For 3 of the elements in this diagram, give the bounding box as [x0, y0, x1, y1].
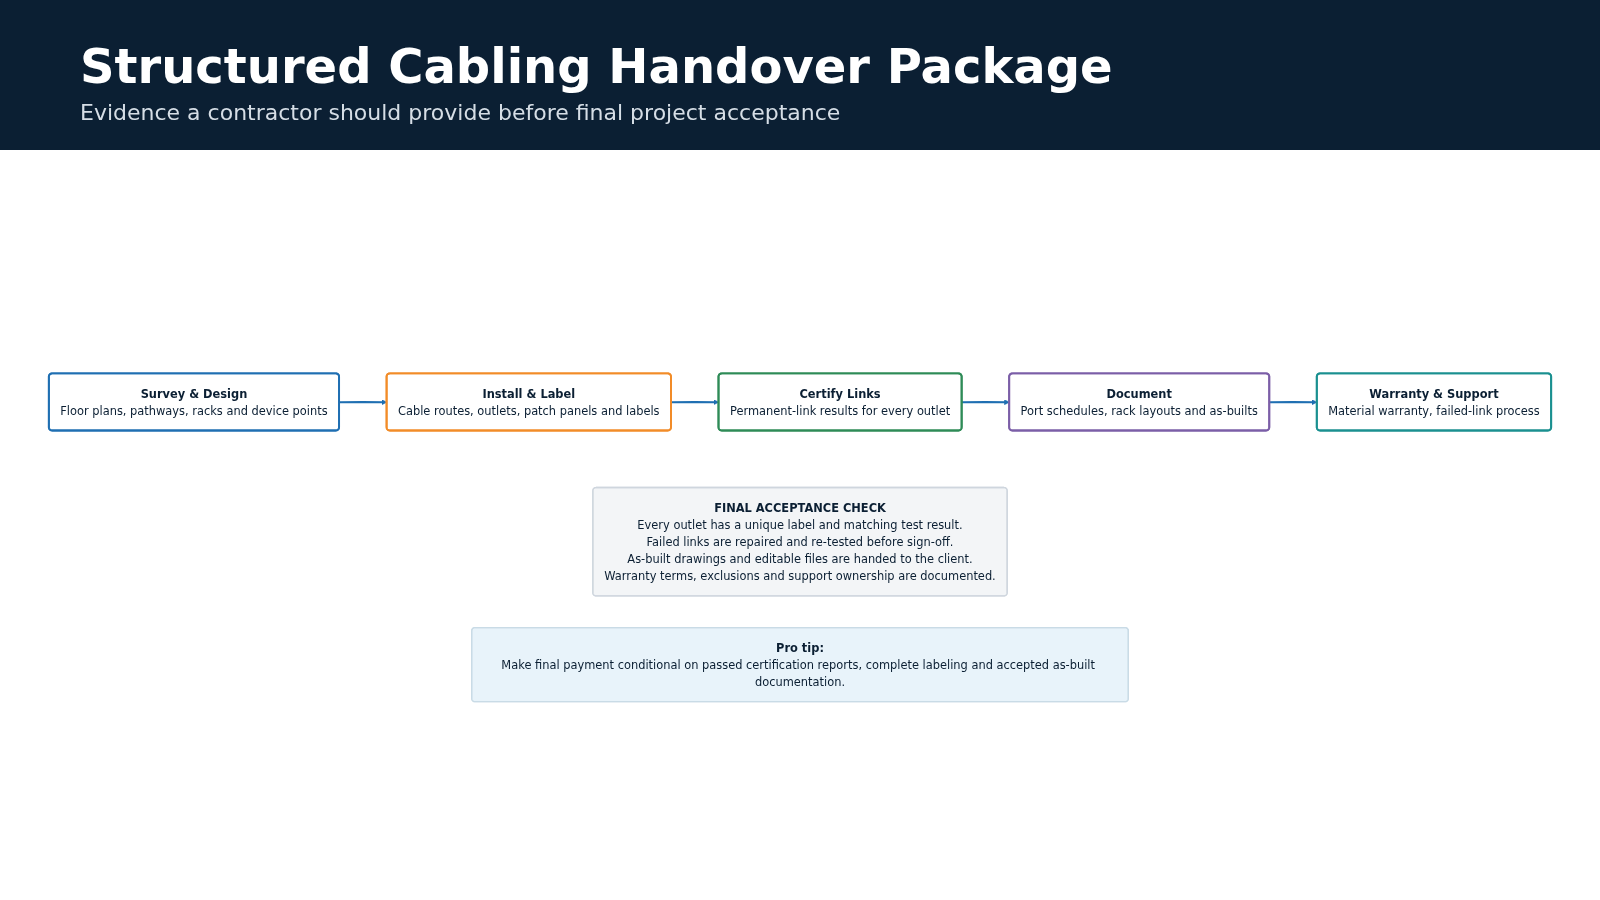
arrow: [961, 399, 1010, 406]
title: Structured Cabling Handover Package: [80, 38, 1113, 94]
subtitle: Evidence a contractor should provide before final project acceptance: [80, 100, 841, 125]
